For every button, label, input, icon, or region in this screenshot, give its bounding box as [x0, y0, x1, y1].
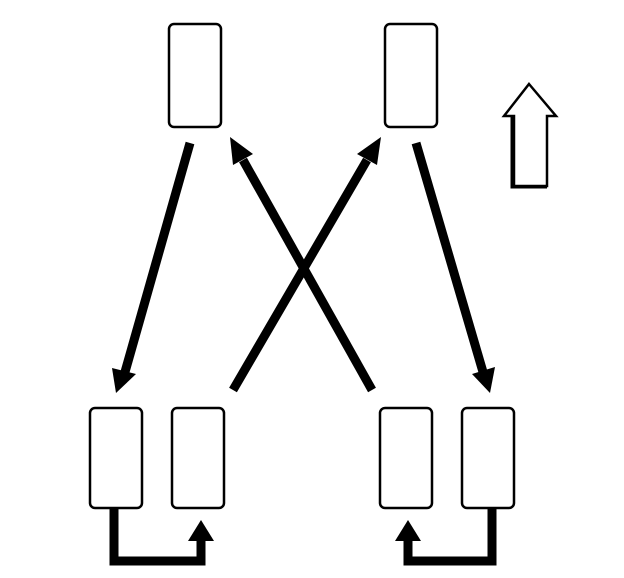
tire-front-right	[383, 22, 439, 129]
tire-rear-right-inner	[378, 406, 434, 510]
rotation-arrow-rear-left-inner-to-front-right	[229, 137, 381, 393]
tire-rear-left-inner	[170, 406, 226, 510]
rotation-arrow-front-left-to-rear-left-outer	[112, 141, 195, 393]
front-direction-arrow-icon	[501, 82, 559, 189]
tire-rear-right-outer	[460, 406, 516, 510]
rotation-arrow-rear-right-outer-to-rear-right-inner	[395, 508, 497, 566]
rotation-arrow-rear-right-inner-to-front-left	[230, 137, 376, 393]
rotation-arrow-front-right-to-rear-right-outer	[411, 141, 495, 393]
tire-rear-left-outer	[88, 406, 144, 510]
tire-front-left	[167, 22, 223, 129]
rotation-arrow-rear-left-outer-to-rear-left-inner	[109, 508, 214, 566]
